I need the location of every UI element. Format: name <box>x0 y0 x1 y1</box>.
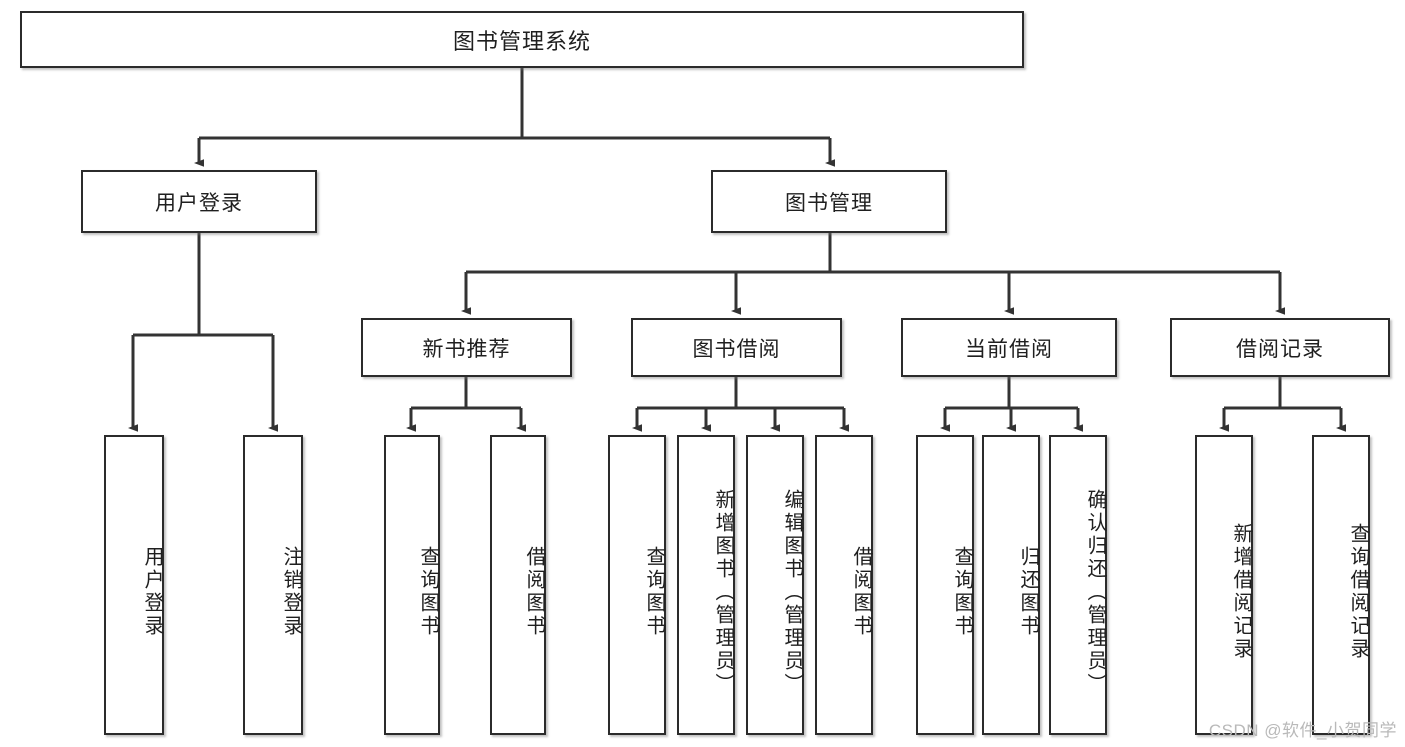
node-root-label: 图书管理系统 <box>452 28 591 54</box>
node-user-login-label: 用户登录 <box>155 191 243 215</box>
node-leaf-add-record[interactable]: 新增借阅记录 <box>1195 435 1253 735</box>
node-new-book-recommend[interactable]: 新书推荐 <box>361 318 572 377</box>
node-leaf-query-book-3[interactable]: 查询图书 <box>916 435 974 735</box>
node-leaf-query-book-3-label: 查询图书 <box>951 546 973 638</box>
node-book-borrow[interactable]: 图书借阅 <box>631 318 842 377</box>
node-leaf-borrow-book-2[interactable]: 借阅图书 <box>815 435 873 735</box>
node-leaf-query-book-2[interactable]: 查询图书 <box>608 435 666 735</box>
node-leaf-return-book[interactable]: 归还图书 <box>982 435 1040 735</box>
node-leaf-confirm-return[interactable]: 确认归还（管理员） <box>1049 435 1107 735</box>
node-leaf-add-book-label: 新增图书（管理员） <box>712 488 734 696</box>
node-leaf-user-login-label: 用户登录 <box>141 546 163 638</box>
node-book-borrow-label: 图书借阅 <box>692 337 781 361</box>
node-leaf-user-logout-label: 注销登录 <box>280 546 302 638</box>
node-leaf-query-book-2-label: 查询图书 <box>643 546 665 638</box>
node-current-borrow[interactable]: 当前借阅 <box>901 318 1117 377</box>
node-leaf-query-record-label: 查询借阅记录 <box>1347 523 1369 661</box>
node-leaf-add-book[interactable]: 新增图书（管理员） <box>677 435 735 735</box>
node-root[interactable]: 图书管理系统 <box>20 11 1024 68</box>
node-new-book-recommend-label: 新书推荐 <box>422 337 511 361</box>
node-book-manage-label: 图书管理 <box>785 191 873 215</box>
node-leaf-edit-book[interactable]: 编辑图书（管理员） <box>746 435 804 735</box>
node-borrow-record-label: 借阅记录 <box>1236 337 1324 361</box>
node-leaf-edit-book-label: 编辑图书（管理员） <box>781 488 803 696</box>
node-current-borrow-label: 当前借阅 <box>965 337 1053 361</box>
node-borrow-record[interactable]: 借阅记录 <box>1170 318 1390 377</box>
node-leaf-query-record[interactable]: 查询借阅记录 <box>1312 435 1370 735</box>
node-leaf-borrow-book-2-label: 借阅图书 <box>850 546 872 638</box>
node-book-manage[interactable]: 图书管理 <box>711 170 947 233</box>
node-leaf-user-logout[interactable]: 注销登录 <box>243 435 303 735</box>
node-user-login[interactable]: 用户登录 <box>81 170 317 233</box>
node-leaf-query-book-1[interactable]: 查询图书 <box>384 435 440 735</box>
node-leaf-query-book-1-label: 查询图书 <box>417 546 439 638</box>
node-leaf-return-book-label: 归还图书 <box>1017 546 1039 638</box>
node-leaf-add-record-label: 新增借阅记录 <box>1230 523 1252 661</box>
node-leaf-borrow-book-1-label: 借阅图书 <box>523 546 545 638</box>
node-leaf-borrow-book-1[interactable]: 借阅图书 <box>490 435 546 735</box>
node-leaf-user-login[interactable]: 用户登录 <box>104 435 164 735</box>
node-leaf-confirm-return-label: 确认归还（管理员） <box>1084 488 1106 696</box>
